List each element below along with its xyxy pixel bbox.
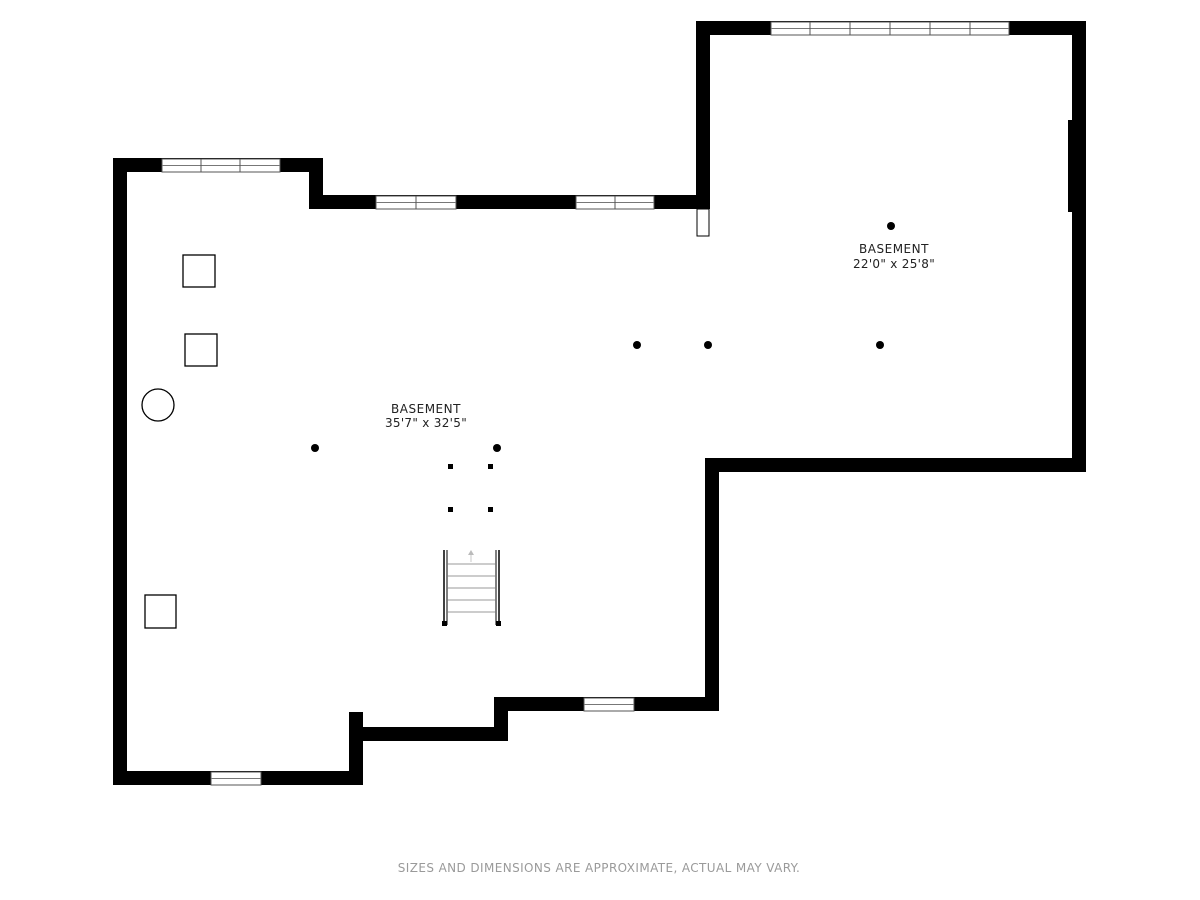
column-square: [488, 507, 493, 512]
water-heater-circle: [141, 388, 175, 422]
exterior-wall: [113, 21, 1086, 785]
room-label-east: BASEMENT: [859, 242, 929, 256]
column-post: [696, 208, 710, 237]
fixture-box: [184, 333, 218, 367]
room-dimensions-east: 22'0" x 25'8": [853, 257, 935, 271]
window-bottom-left: [210, 771, 262, 786]
room-dimensions-main: 35'7" x 32'5": [385, 416, 467, 430]
column-dot: [887, 222, 895, 230]
column-square: [448, 464, 453, 469]
disclaimer-text: SIZES AND DIMENSIONS ARE APPROXIMATE, AC…: [398, 861, 800, 875]
fixture-box: [144, 594, 177, 629]
column-dot: [704, 341, 712, 349]
staircase: [442, 550, 501, 626]
column-dot: [493, 444, 501, 452]
window-top-right: [575, 195, 655, 210]
wall-segment: [1068, 120, 1074, 212]
fixture-box: [182, 254, 216, 288]
wall-stub: [349, 712, 363, 734]
column-square: [448, 507, 453, 512]
window-top-left: [161, 158, 281, 173]
column-dot: [633, 341, 641, 349]
column-dot: [311, 444, 319, 452]
window-north-wide: [770, 21, 1010, 36]
column-dot: [876, 341, 884, 349]
window-top-middle: [375, 195, 457, 210]
room-label-main: BASEMENT: [391, 402, 461, 416]
window-bottom-right: [583, 697, 635, 712]
column-square: [488, 464, 493, 469]
